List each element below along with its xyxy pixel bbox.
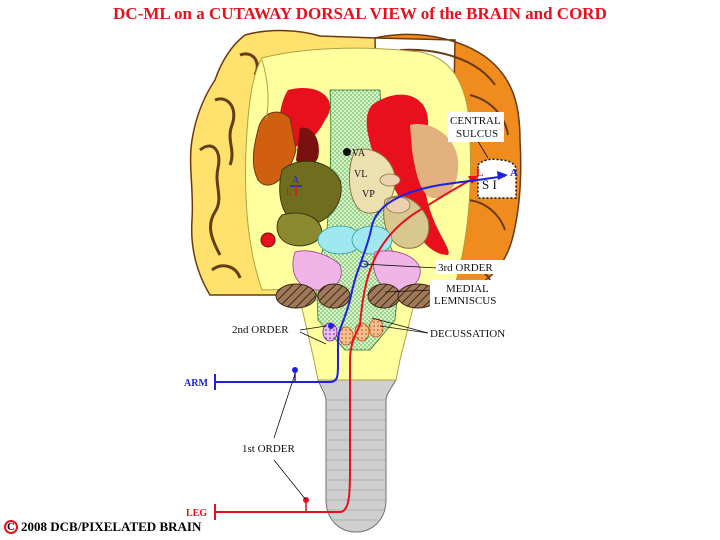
label-l-cortex: L [476,167,483,179]
label-a-cortex: A [510,167,518,179]
diagram-labels: CENTRAL SULCUS S I L A VA VL VP A L 3rd … [184,112,518,519]
label-central-sulcus-2: SULCUS [456,128,498,140]
label-second-order: 2nd ORDER [232,324,289,336]
thalamus-orientation [290,185,302,196]
dorsal-column-nuclei [322,318,384,346]
label-arm: ARM [184,378,208,389]
left-basal-ganglia [252,88,342,247]
label-decussation: DECUSSATION [430,328,505,340]
copyright-text: 2008 DCB/PIXELATED BRAIN [21,519,202,534]
copyright-notice: C 2008 DCB/PIXELATED BRAIN [4,519,201,535]
label-medial-1: MEDIAL [446,283,489,295]
right-basal-ganglia [348,94,459,255]
label-first-order: 1st ORDER [242,443,296,455]
va-nucleus [343,148,351,156]
label-vp: VP [362,189,375,200]
cerebral-peduncles [275,283,439,309]
copyright-icon: C [4,520,18,534]
label-vl: VL [354,169,367,180]
label-central-sulcus-1: CENTRAL [450,115,501,127]
leader-lines [273,127,489,501]
diagram-title: DC-ML on a CUTAWAY DORSAL VIEW of the BR… [113,4,607,23]
left-small-nuclei [260,59,276,248]
label-a-thalamus: A [292,175,300,186]
label-l-thalamus: L [286,187,292,198]
label-si: S I [482,177,497,192]
blue-arm-pathway [214,171,508,390]
label-va: VA [352,148,366,159]
label-medial-2: LEMNISCUS [434,295,496,307]
label-leg: LEG [186,508,207,519]
central-sulcus-outline [477,158,517,199]
label-third-order: 3rd ORDER [438,262,493,274]
